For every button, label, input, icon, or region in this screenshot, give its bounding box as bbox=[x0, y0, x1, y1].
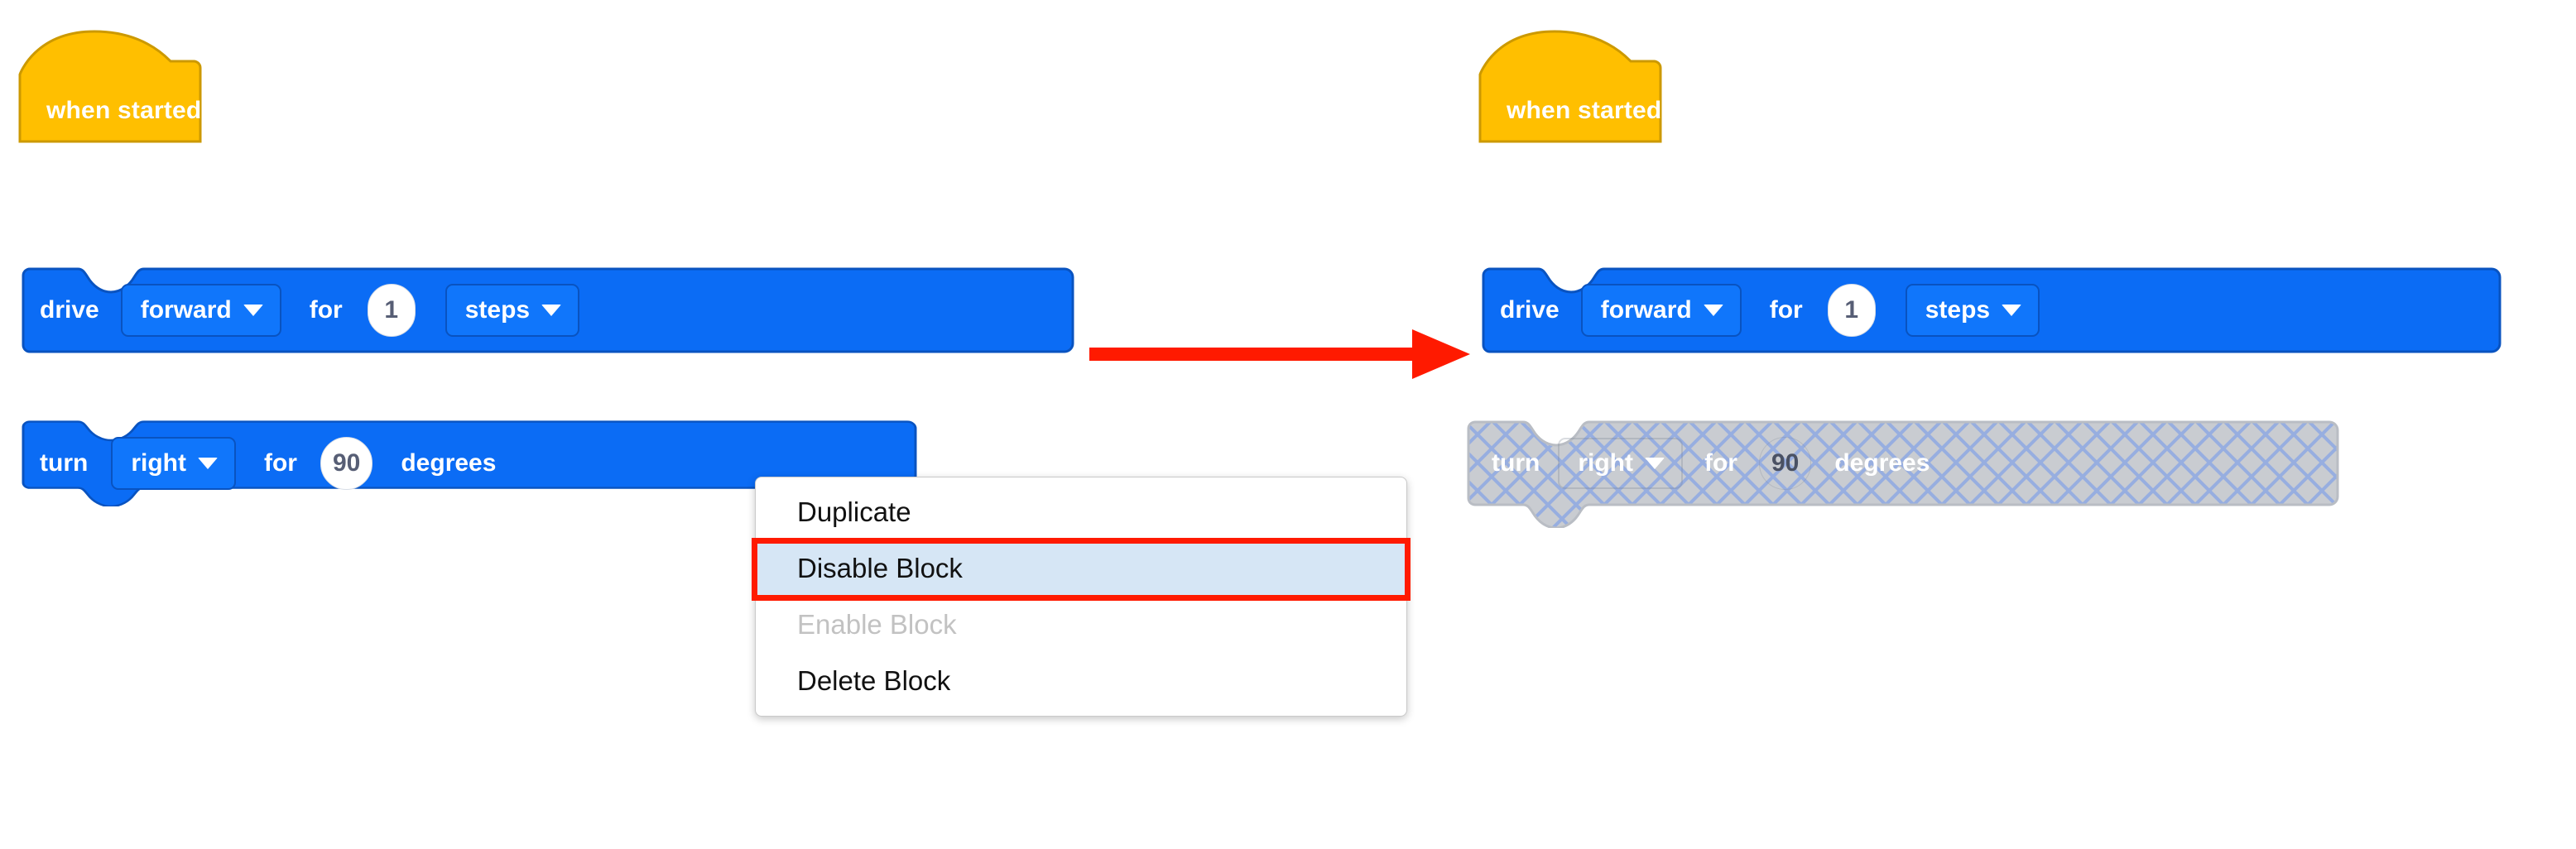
hat-block-shape bbox=[18, 30, 202, 143]
turn-block-disabled-row: turn right for 90 degrees bbox=[1463, 420, 1930, 506]
turn-keyword: turn bbox=[40, 449, 89, 477]
drive-keyword: drive bbox=[40, 296, 99, 324]
turn-block-before[interactable]: turn right for 90 degrees bbox=[18, 420, 919, 506]
drive-amount-input[interactable]: 1 bbox=[367, 284, 416, 337]
turn-block-row: turn right for 90 degrees bbox=[18, 420, 496, 506]
menu-item-delete-block[interactable]: Delete Block bbox=[756, 653, 1406, 709]
chevron-down-icon bbox=[243, 305, 263, 316]
chevron-down-icon bbox=[1644, 458, 1665, 469]
drive-block-row: drive forward for 1 steps bbox=[1478, 267, 2040, 353]
hat-block-shape bbox=[1478, 30, 1662, 143]
menu-item-duplicate[interactable]: Duplicate bbox=[756, 484, 1406, 540]
drive-keyword: drive bbox=[1500, 296, 1560, 324]
turn-direction-value: right bbox=[131, 449, 186, 477]
drive-block-row: drive forward for 1 steps bbox=[18, 267, 580, 353]
turn-units-label: degrees bbox=[1834, 449, 1930, 477]
drive-block-after[interactable]: drive forward for 1 steps bbox=[1478, 267, 2503, 353]
turn-block-shape bbox=[18, 420, 919, 506]
menu-item-label: Delete Block bbox=[797, 665, 951, 696]
drive-direction-value: forward bbox=[140, 296, 232, 324]
drive-block-before[interactable]: drive forward for 1 steps bbox=[18, 267, 1076, 353]
when-started-hat-block-after[interactable]: when started bbox=[1478, 23, 1662, 143]
when-started-hat-block-before[interactable]: when started bbox=[18, 23, 202, 143]
drive-amount-input[interactable]: 1 bbox=[1827, 284, 1876, 337]
turn-for-label: for bbox=[1704, 449, 1737, 477]
turn-block-after-disabled[interactable]: turn right for 90 degrees bbox=[1463, 420, 2341, 528]
chevron-down-icon bbox=[1703, 305, 1723, 316]
drive-units-value: steps bbox=[1925, 296, 1991, 324]
menu-item-disable-block[interactable]: Disable Block bbox=[756, 540, 1406, 597]
drive-direction-value: forward bbox=[1600, 296, 1692, 324]
block-context-menu[interactable]: Duplicate Disable Block Enable Block Del… bbox=[755, 477, 1407, 717]
hat-block-label: when started bbox=[46, 97, 202, 124]
chevron-down-icon bbox=[2002, 305, 2022, 316]
chevron-down-icon bbox=[197, 458, 218, 469]
hat-block-label: when started bbox=[1507, 97, 1662, 124]
drive-direction-dropdown[interactable]: forward bbox=[1580, 284, 1742, 337]
red-transition-arrow bbox=[1089, 321, 1478, 387]
chevron-down-icon bbox=[541, 305, 562, 316]
drive-direction-dropdown[interactable]: forward bbox=[120, 284, 281, 337]
turn-direction-value: right bbox=[1578, 449, 1633, 477]
drive-for-label: for bbox=[309, 296, 343, 324]
menu-item-label: Disable Block bbox=[797, 553, 963, 583]
turn-block-disabled-shape bbox=[1463, 420, 2341, 528]
menu-item-label: Enable Block bbox=[797, 609, 957, 640]
drive-for-label: for bbox=[1769, 296, 1803, 324]
turn-keyword: turn bbox=[1492, 449, 1540, 477]
turn-units-label: degrees bbox=[401, 449, 497, 477]
turn-amount-input[interactable]: 90 bbox=[1758, 437, 1812, 490]
turn-direction-dropdown[interactable]: right bbox=[1558, 438, 1683, 489]
menu-item-label: Duplicate bbox=[797, 496, 911, 527]
turn-for-label: for bbox=[263, 449, 297, 477]
drive-units-dropdown[interactable]: steps bbox=[445, 284, 580, 337]
drive-units-value: steps bbox=[464, 296, 531, 324]
turn-direction-dropdown[interactable]: right bbox=[111, 437, 236, 490]
menu-item-enable-block: Enable Block bbox=[756, 597, 1406, 653]
drive-units-dropdown[interactable]: steps bbox=[1905, 284, 2040, 337]
turn-amount-input[interactable]: 90 bbox=[320, 437, 373, 490]
